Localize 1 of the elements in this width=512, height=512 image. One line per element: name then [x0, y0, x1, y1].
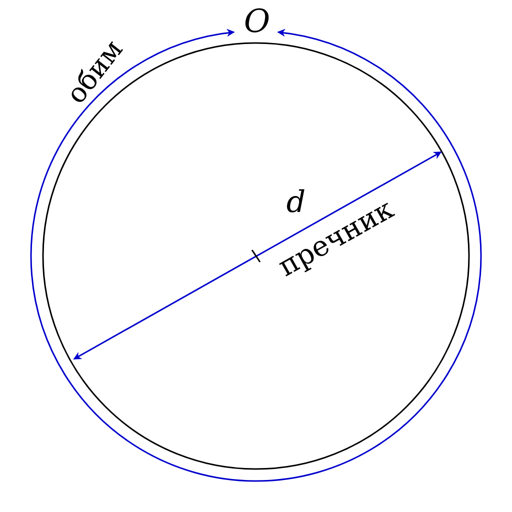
point-label: O	[244, 5, 270, 37]
